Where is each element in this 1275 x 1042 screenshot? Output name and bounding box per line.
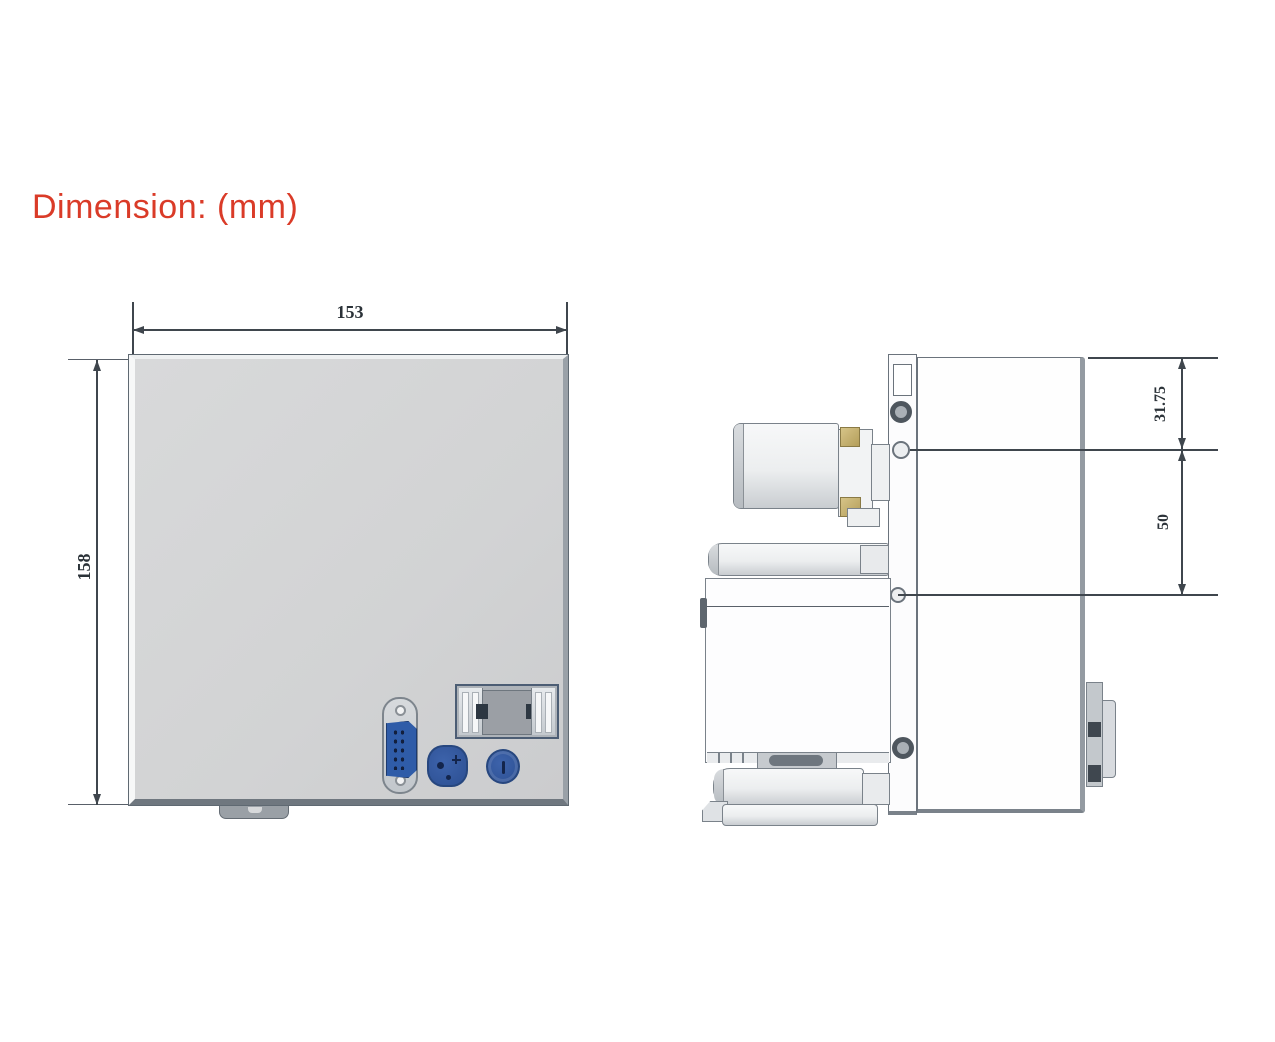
- arrowhead-icon: [133, 326, 144, 334]
- side-body: [917, 357, 1085, 813]
- plug-brass-corner: [840, 427, 860, 447]
- terminal-clamp-right: [531, 688, 555, 735]
- plug-adapter-step: [871, 444, 890, 501]
- arrowhead-icon: [1178, 450, 1186, 461]
- antenna-connector-base: [860, 545, 889, 574]
- vertical-dim-line: [1181, 358, 1183, 595]
- screw-hole: [395, 705, 406, 716]
- ext-line-top-edge: [1088, 357, 1218, 359]
- terminal-center: [482, 690, 534, 735]
- width-dim-line: [133, 329, 567, 331]
- arrowhead-icon: [1178, 584, 1186, 595]
- power-connector-icon: [427, 745, 468, 787]
- dim-line-mid: [910, 449, 1218, 451]
- bottom-cylinder-base: [862, 773, 890, 805]
- flange-slot: [893, 364, 912, 396]
- arrowhead-icon: [1178, 358, 1186, 369]
- terminal-block-icon: [455, 684, 559, 739]
- plug-adapter-step: [847, 508, 880, 527]
- dim-line-low: [898, 594, 1218, 596]
- ext-line-top: [68, 359, 135, 360]
- flange-screw: [892, 737, 914, 759]
- arrowhead-icon: [93, 360, 101, 371]
- terminal-clamp-left: [459, 688, 483, 735]
- flange-screw: [892, 441, 910, 459]
- round-connector-icon: [486, 749, 520, 784]
- width-dim-label: 153: [336, 302, 364, 322]
- arrowhead-icon: [1178, 438, 1186, 449]
- lower-box-pill: [769, 755, 823, 766]
- mounting-tab-notch: [248, 807, 262, 813]
- side-dim-top-label: 31.75: [1152, 386, 1169, 422]
- page-title: Dimension: (mm): [32, 188, 299, 226]
- side-dim-bottom-label: 50: [1155, 514, 1172, 530]
- lower-box-lip-line: [706, 606, 889, 607]
- vga-pin-grid: [391, 727, 407, 770]
- arrowhead-icon: [93, 794, 101, 805]
- flange-screw: [890, 401, 912, 423]
- bottom-cylinder: [713, 768, 864, 806]
- height-dim-label: 158: [74, 553, 94, 581]
- bottom-cylinder-lower: [722, 804, 878, 826]
- lower-box-nub: [700, 598, 707, 628]
- height-dim-line: [96, 360, 98, 805]
- lower-module-box: [705, 578, 891, 763]
- side-connector-cover: [1102, 700, 1116, 778]
- cable-plug-barrel: [733, 423, 839, 509]
- antenna-connector: [708, 543, 889, 576]
- ext-line-right: [566, 302, 568, 356]
- arrowhead-icon: [556, 326, 567, 334]
- ext-line-bottom: [68, 804, 135, 805]
